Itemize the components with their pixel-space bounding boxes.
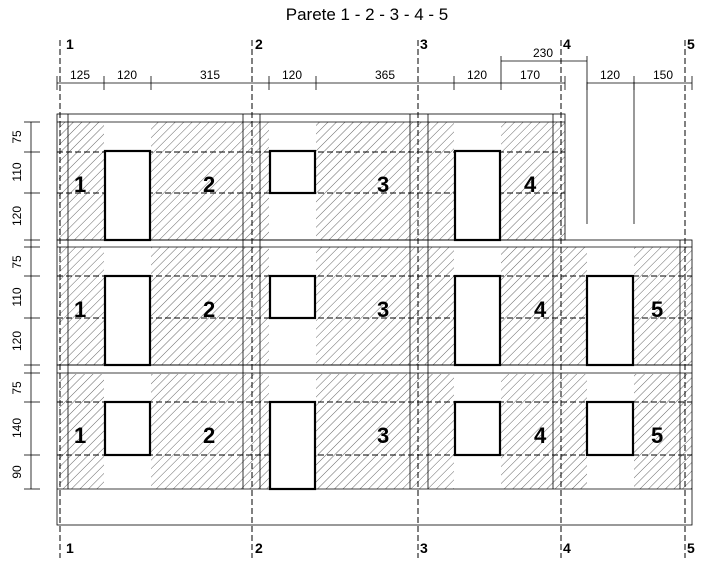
- dimension-label: 170: [520, 68, 540, 82]
- dimension-label: 120: [467, 68, 487, 82]
- axis-label-2: 2: [255, 36, 263, 52]
- horizontal-dimension-chain: 125 120 315 120 365 120 170 120 150 230: [56, 46, 693, 90]
- dimension-label: 75: [10, 130, 24, 144]
- opening-f2-d: [585, 274, 635, 367]
- panel-number: 4: [534, 297, 547, 322]
- panel-number: 5: [651, 423, 663, 448]
- dimension-label-offset-4: 230: [533, 46, 553, 60]
- dimension-label: 365: [375, 68, 395, 82]
- axis-label-1: 1: [66, 36, 74, 52]
- dimension-label: 120: [282, 68, 302, 82]
- axis-label-3-bottom: 3: [420, 540, 428, 556]
- panel-number: 1: [74, 423, 86, 448]
- opening-f2-b: [268, 274, 317, 320]
- axis-label-1-bottom: 1: [66, 540, 74, 556]
- dimension-label: 120: [117, 68, 137, 82]
- openings: [103, 149, 635, 491]
- panel-number: 1: [74, 172, 86, 197]
- panel-number: 4: [524, 172, 537, 197]
- vertical-dimension-chain: 75 110 120 75 110 120 75 140 90: [10, 121, 40, 490]
- axis-label-2-bottom: 2: [255, 540, 263, 556]
- dimension-label: 90: [10, 465, 24, 479]
- opening-f3-a: [103, 400, 152, 457]
- opening-f3-c: [453, 400, 502, 457]
- panel-numbers: 1 2 3 4 1 2 3 4 5 1 2 3 4 5: [74, 172, 663, 448]
- axis-label-3: 3: [420, 36, 428, 52]
- dimension-label: 140: [10, 418, 24, 438]
- axis-label-5: 5: [687, 36, 695, 52]
- dimension-label: 120: [10, 331, 24, 351]
- panel-number: 2: [203, 297, 215, 322]
- opening-f2-c: [453, 274, 502, 367]
- wall-outlines: [56, 82, 693, 526]
- opening-f3-b: [268, 400, 317, 491]
- panel-number: 2: [203, 423, 215, 448]
- panel-number: 1: [74, 297, 86, 322]
- dimension-label: 120: [600, 68, 620, 82]
- opening-f2-a: [103, 274, 152, 367]
- panel-number: 2: [203, 172, 215, 197]
- opening-f1-c: [453, 149, 502, 242]
- dimension-label: 110: [10, 287, 24, 306]
- dimension-label: 150: [653, 68, 673, 82]
- panel-number: 3: [377, 172, 389, 197]
- dimension-label: 315: [200, 68, 220, 82]
- hatched-wall-zones: [59, 122, 692, 489]
- panel-number: 4: [534, 423, 547, 448]
- dimension-label: 110: [10, 162, 24, 181]
- axis-labels-bottom: 1 2 3 4 5: [66, 540, 695, 556]
- opening-f1-b: [268, 149, 317, 195]
- axis-label-4: 4: [563, 36, 571, 52]
- panel-number: 3: [377, 297, 389, 322]
- drawing-title: Parete 1 - 2 - 3 - 4 - 5: [286, 5, 449, 24]
- axis-label-5-bottom: 5: [687, 540, 695, 556]
- opening-f3-d: [585, 400, 635, 457]
- axis-label-4-bottom: 4: [563, 540, 571, 556]
- dimension-label: 75: [10, 381, 24, 395]
- panel-number: 3: [377, 423, 389, 448]
- axis-labels-top: 1 2 3 4 5: [66, 36, 695, 52]
- dimension-label: 120: [10, 206, 24, 226]
- dimension-label: 125: [70, 68, 90, 82]
- opening-f1-a: [103, 149, 152, 242]
- panel-number: 5: [651, 297, 663, 322]
- dimension-label: 75: [10, 255, 24, 269]
